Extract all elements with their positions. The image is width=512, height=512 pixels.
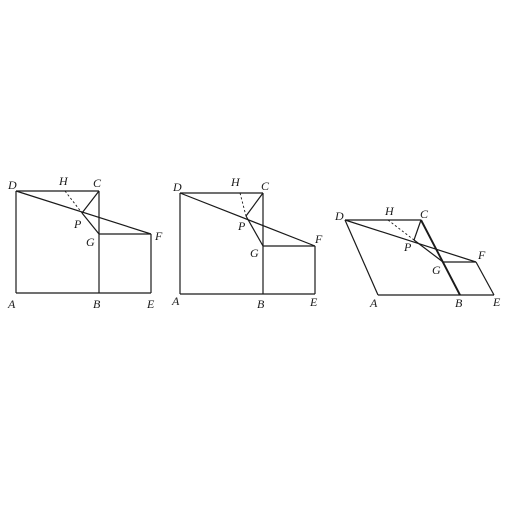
vertex-label-A: A	[7, 297, 16, 311]
vertex-label-G: G	[432, 263, 441, 277]
vertex-label-E: E	[146, 297, 155, 311]
vertex-label-P: P	[403, 240, 412, 254]
vertex-label-C: C	[420, 207, 429, 221]
vertex-label-P: P	[73, 217, 82, 231]
segment-DF	[15, 190, 152, 235]
segment-CP	[245, 192, 264, 217]
vertex-label-F: F	[477, 248, 486, 262]
segment-CP	[413, 219, 422, 241]
segment-DF	[344, 219, 477, 263]
dashed-segment-HP	[387, 219, 415, 241]
vertex-label-B: B	[93, 297, 101, 311]
vertex-label-C: C	[93, 176, 102, 190]
vertex-label-P: P	[237, 219, 246, 233]
vertex-label-H: H	[58, 174, 69, 188]
vertex-label-A: A	[171, 294, 180, 308]
vertex-label-E: E	[309, 295, 318, 309]
dashed-segment-HP	[64, 190, 83, 214]
vertex-label-E: E	[492, 295, 501, 309]
segment-PG	[245, 215, 264, 247]
figure-3: A B C D E F G H P	[334, 204, 501, 310]
vertex-label-D: D	[7, 178, 17, 192]
vertex-label-D: D	[334, 209, 344, 223]
figure-1: A B C D E F G H P	[7, 174, 163, 311]
vertex-label-F: F	[154, 229, 163, 243]
vertex-label-B: B	[455, 296, 463, 310]
vertex-label-G: G	[250, 246, 259, 260]
segment-PG	[413, 239, 444, 263]
segment-CB	[420, 219, 461, 296]
segment-PG	[81, 212, 100, 235]
segment-AD	[344, 219, 379, 296]
vertex-label-F: F	[314, 232, 323, 246]
dashed-segment-HP	[239, 192, 247, 217]
segment-EF	[475, 261, 495, 296]
vertex-label-A: A	[369, 296, 378, 310]
vertex-label-G: G	[86, 235, 95, 249]
segment-CP	[81, 190, 100, 214]
vertex-label-H: H	[230, 175, 241, 189]
vertex-label-B: B	[257, 297, 265, 311]
vertex-label-C: C	[261, 179, 270, 193]
vertex-label-D: D	[172, 180, 182, 194]
figure-2: A B C D E F G H P	[171, 175, 323, 311]
vertex-label-H: H	[384, 204, 395, 218]
